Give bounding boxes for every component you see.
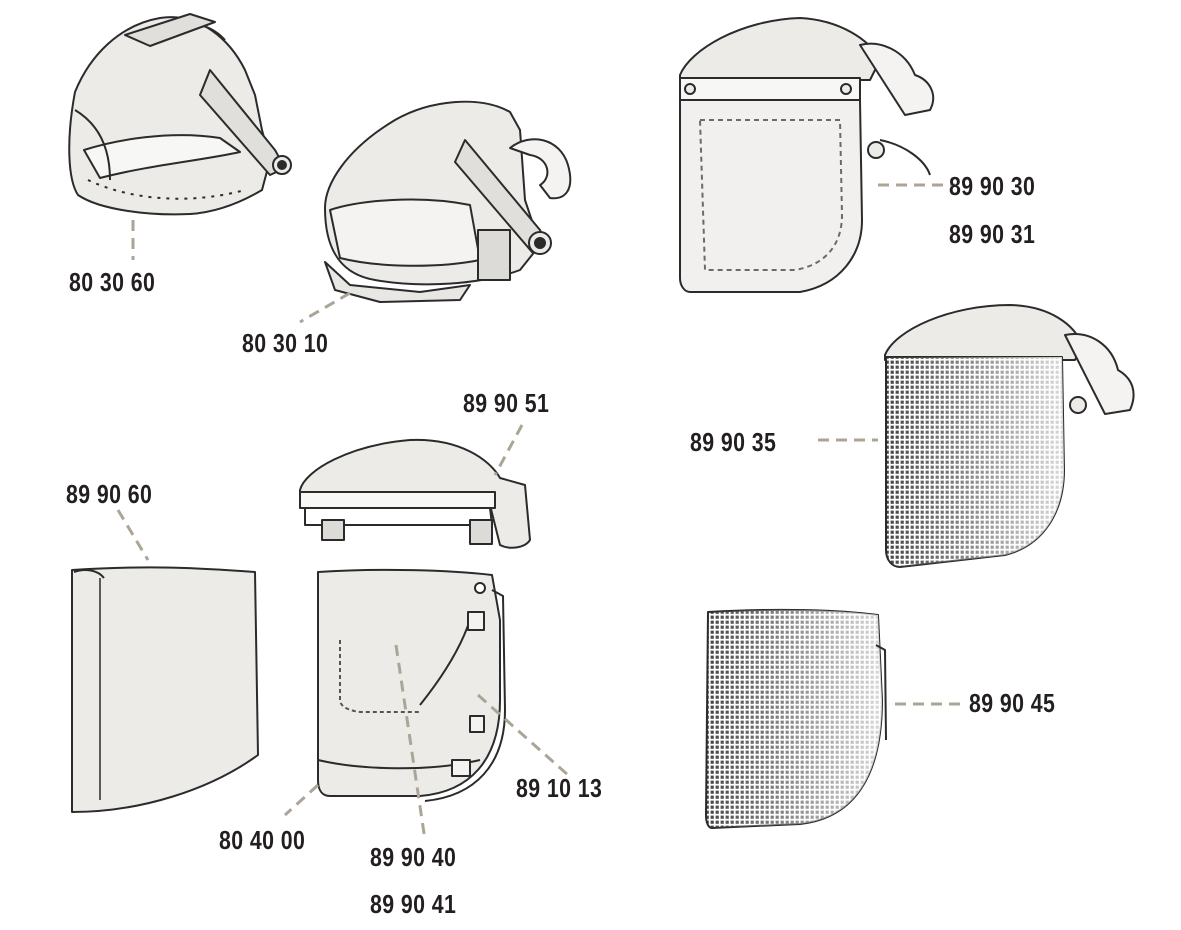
label-visor-assembly-b: 89 90 31: [949, 219, 1036, 249]
clear-visor-assembly-drawing: [679, 17, 935, 293]
label-clear-visor-b: 89 90 41: [370, 889, 457, 919]
label-mesh-visor: 89 90 45: [969, 688, 1056, 718]
leader-lines: [116, 183, 960, 841]
brow-guard-drawing: [299, 438, 531, 549]
leader-visor-clip: [477, 693, 569, 777]
label-visor-assembly-a: 89 90 30: [949, 171, 1036, 201]
label-clear-visor-a: 89 90 40: [370, 842, 457, 872]
label-visor-frame-clip: 89 10 13: [516, 773, 603, 803]
leader-cover-film: [116, 509, 150, 561]
leader-brow-guard: [493, 424, 524, 476]
label-mesh-visor-assembly: 89 90 35: [690, 427, 777, 457]
cover-film-drawing: [71, 566, 259, 813]
label-cover-film: 89 90 60: [66, 479, 153, 509]
leader-headgear-deluxe: [299, 291, 351, 324]
headgear-ratchet-drawing: [68, 13, 292, 216]
mesh-visor-assembly-drawing: [884, 304, 1135, 568]
mesh-visor-drawing: [705, 608, 887, 829]
label-brow-guard: 89 90 51: [463, 388, 550, 418]
clear-visor-drawing: [317, 568, 506, 802]
label-headgear-deluxe: 80 30 10: [242, 328, 329, 358]
leader-visor-frame: [283, 783, 320, 817]
leader-clear-visor: [394, 644, 427, 841]
label-visor-frame: 80 40 00: [219, 825, 306, 855]
label-headgear-ratchet: 80 30 60: [69, 267, 156, 297]
headgear-deluxe-drawing: [324, 100, 572, 303]
